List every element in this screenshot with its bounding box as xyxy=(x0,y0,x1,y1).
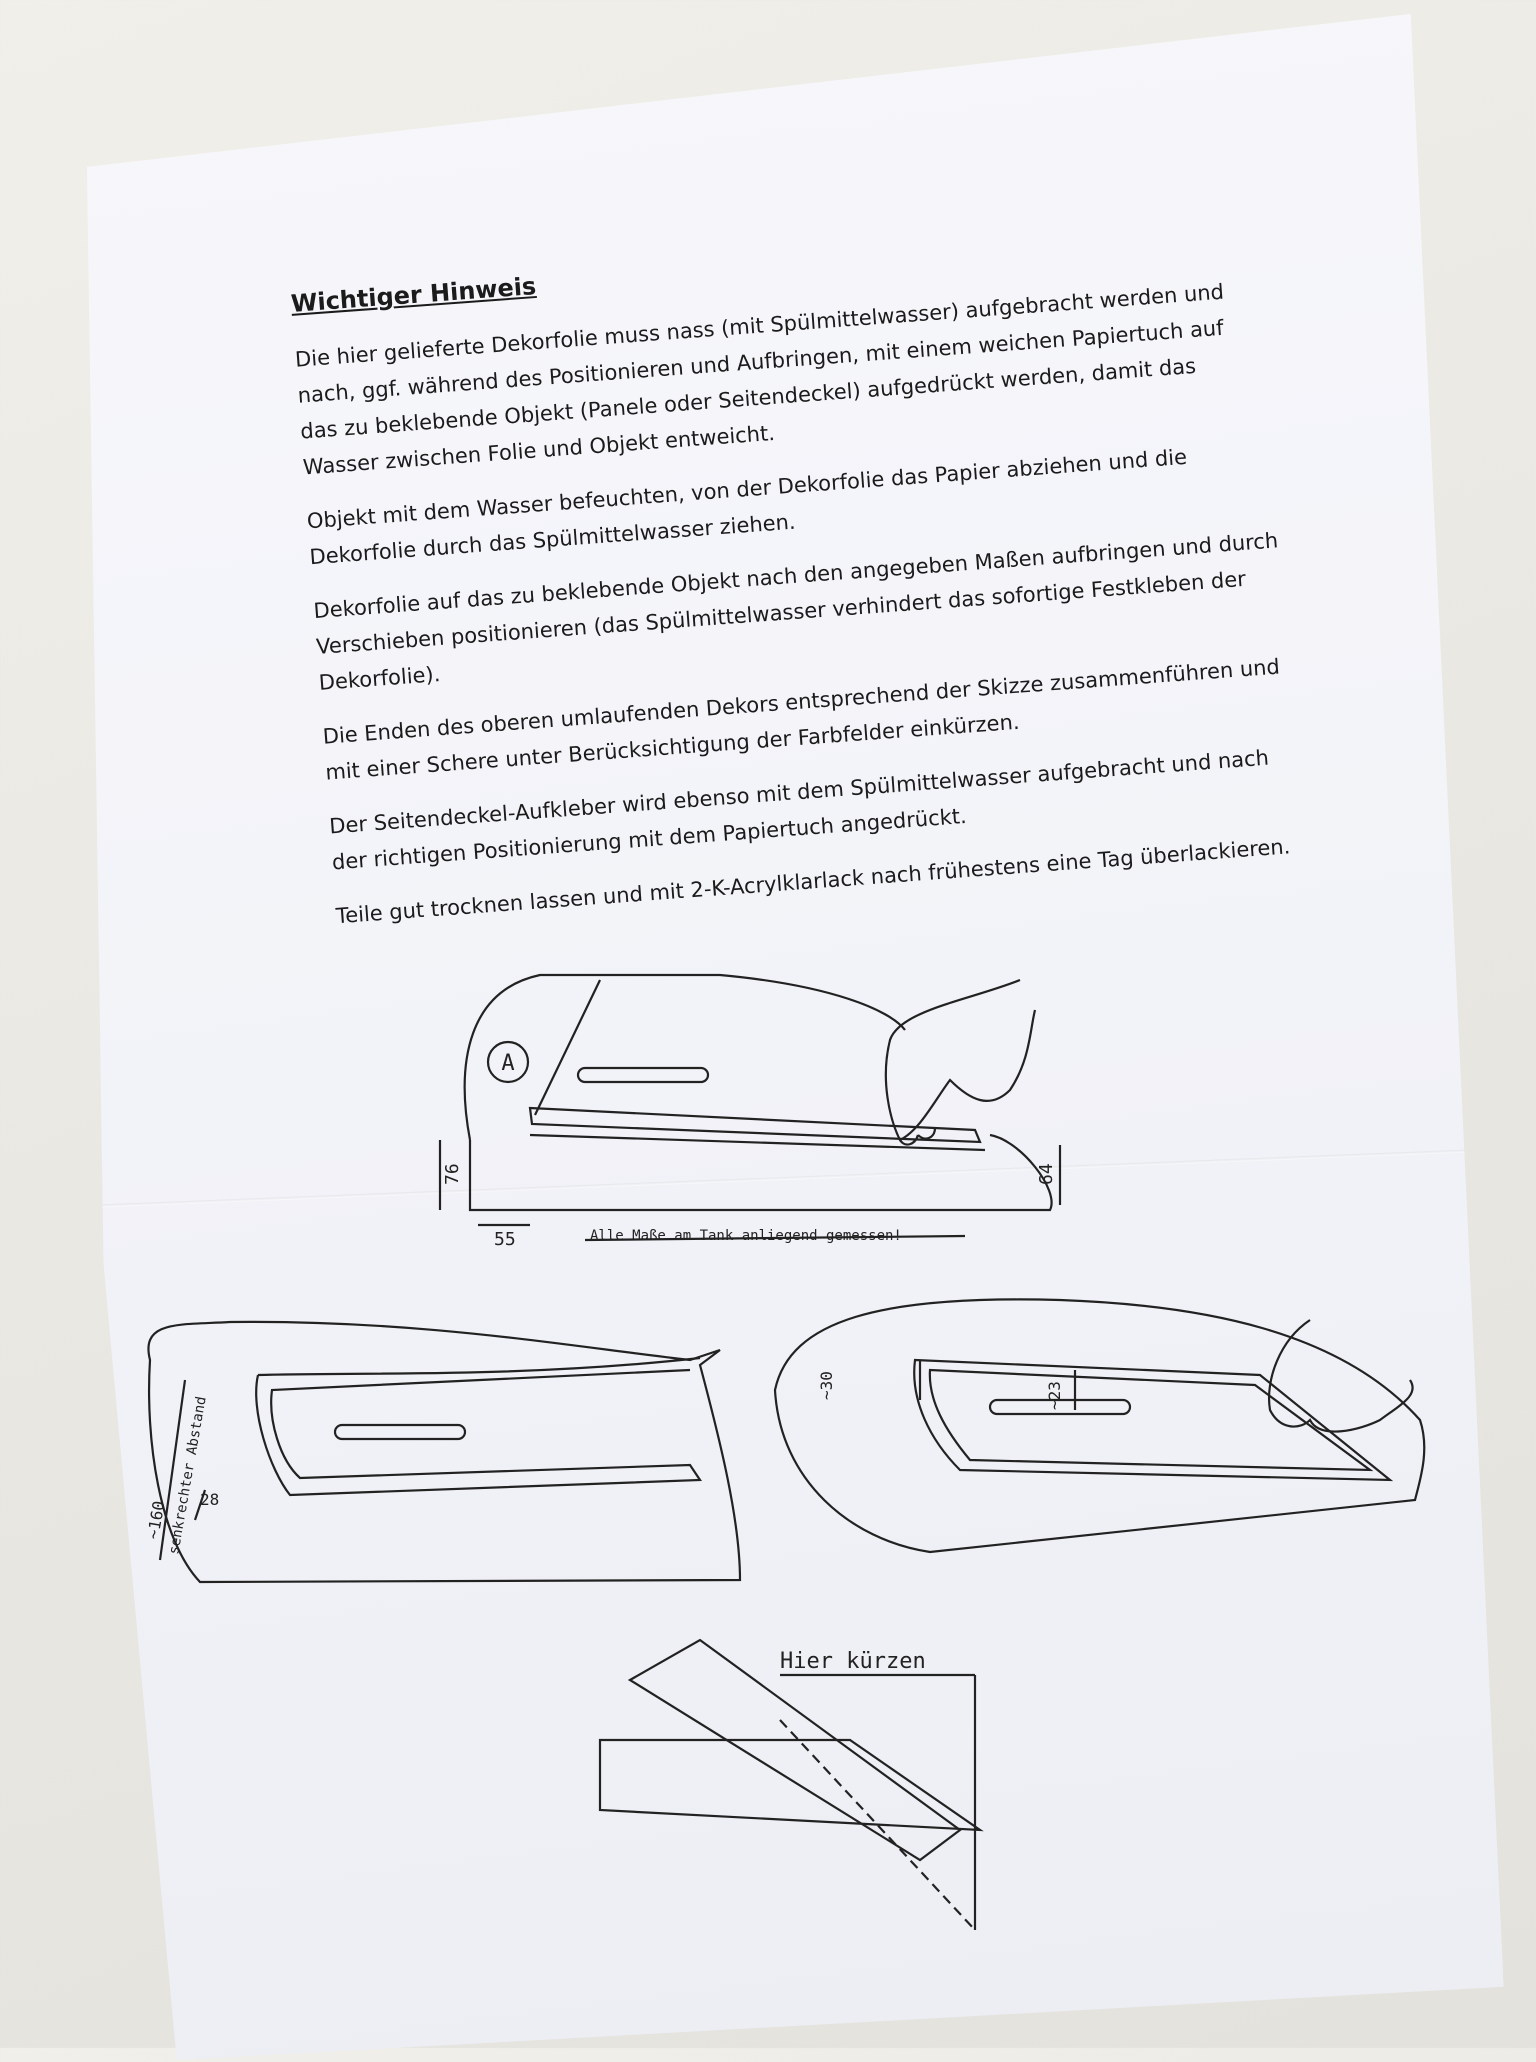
hand-fingers-top xyxy=(899,1127,937,1146)
dim-label-55: 55 xyxy=(494,1229,516,1250)
tank-base-top xyxy=(468,1133,1053,1212)
tank-slot-right xyxy=(988,1398,1132,1416)
tank-outline-left xyxy=(147,1320,742,1584)
detail-label: Hier kürzen xyxy=(780,1649,926,1674)
figure-right xyxy=(773,1298,1426,1554)
dim-label-28: 28 xyxy=(200,1490,219,1509)
note-underline xyxy=(584,1234,966,1242)
decor-strip xyxy=(528,1106,982,1144)
strip-lower-edge xyxy=(529,1133,986,1152)
figure-top xyxy=(438,973,1062,1242)
marker-label-a: A xyxy=(501,1051,514,1076)
tank-slot-left xyxy=(333,1423,467,1441)
dim-label-76: 76 xyxy=(442,1163,463,1185)
decor-inner-right xyxy=(928,1368,1374,1472)
decor-outline-left xyxy=(255,1356,703,1497)
detail-strip-lower xyxy=(598,1738,984,1832)
dim-label-23: ~23 xyxy=(1045,1381,1064,1410)
leader-line-a xyxy=(534,979,601,1116)
dim-label-160: ~160 xyxy=(143,1499,168,1540)
dim-label-64: 64 xyxy=(1036,1163,1057,1185)
tank-slot-top xyxy=(576,1066,710,1084)
tank-outline-right xyxy=(773,1298,1426,1554)
marker-circle-a xyxy=(486,1040,530,1084)
dim-label-30: ~30 xyxy=(817,1371,836,1400)
measurement-note: Alle Maße am Tank anliegend gemessen! xyxy=(590,1228,902,1244)
hand-right xyxy=(1268,1319,1414,1433)
tank-outline-top xyxy=(463,973,906,1141)
dim-line-28 xyxy=(193,1489,207,1521)
hand-top xyxy=(884,978,1037,1142)
dim-line-160 xyxy=(158,1379,187,1561)
figure-left xyxy=(147,1320,742,1584)
decor-outline-right xyxy=(913,1358,1394,1482)
figure-detail xyxy=(598,1638,984,1931)
